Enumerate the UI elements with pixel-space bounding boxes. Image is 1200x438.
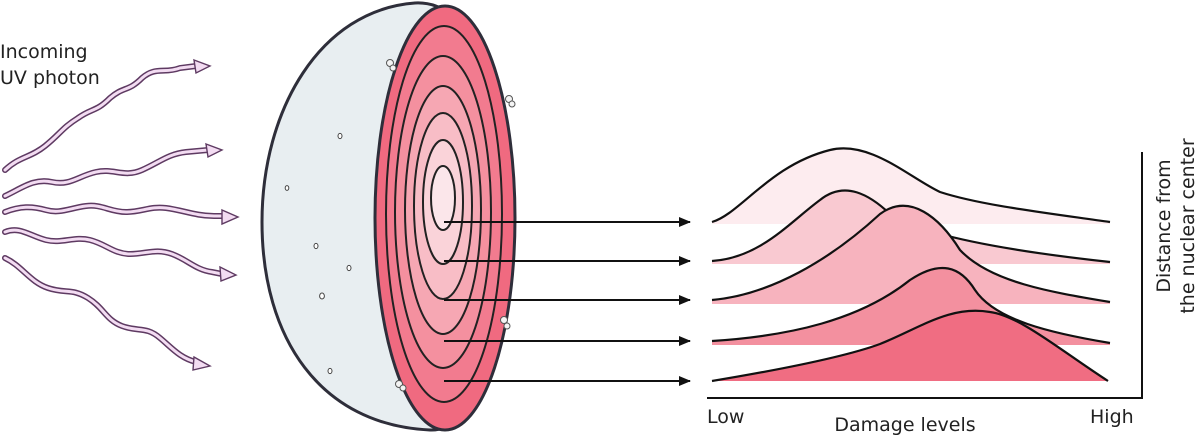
uv-photon-arrow [2,58,212,173]
axes [707,152,1143,399]
x-axis-title: Damage levels [834,414,975,436]
uv-photon-arrow [2,227,238,283]
ring [430,165,456,231]
y-axis-title-line2: the nuclear center [1177,138,1199,314]
y-axis-title-line1: Distance from [1153,159,1175,292]
incoming-label-line1: Incoming [0,41,88,63]
uv-photon-arrow [2,255,212,371]
uv-photons [2,58,240,371]
nucleus-hemisphere [260,1,517,432]
damage-distribution-1 [711,147,1111,224]
damage-distribution-3 [711,204,1111,304]
ring-to-distribution-arrows [444,217,691,386]
incoming-label-line2: UV photon [0,67,100,89]
concentric-rings [385,25,503,403]
nuclear-pores [386,59,516,392]
uv-photon-arrow [2,202,240,226]
uv-photon-arrow [2,142,224,199]
x-axis-low-label: Low [707,406,744,428]
damage-distribution-5 [711,309,1109,383]
nuclear-speckles [284,132,352,375]
damage-distributions [711,147,1111,383]
x-axis-high-label: High [1090,406,1134,428]
